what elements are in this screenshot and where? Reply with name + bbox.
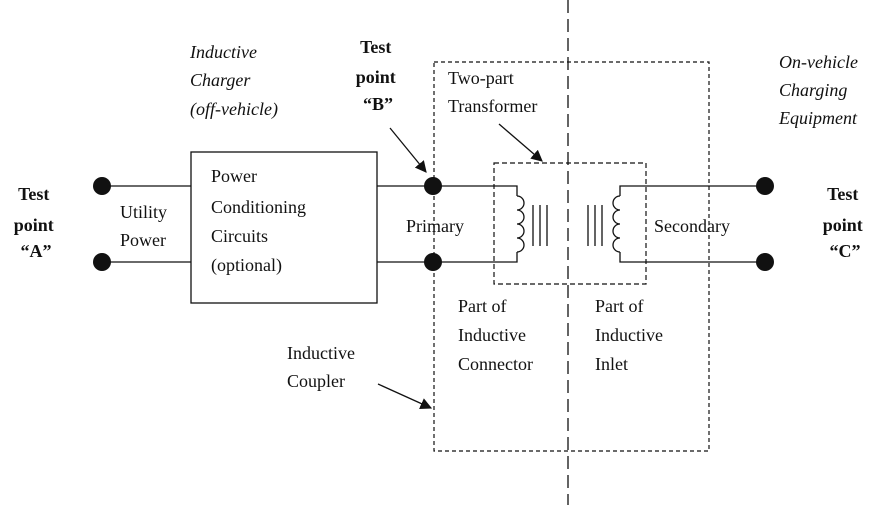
coupler-arrow xyxy=(377,383,433,409)
part-inductive-inlet-label: Part of Inductive Inlet xyxy=(595,296,667,374)
inductive-coupler-label: Inductive Coupler xyxy=(287,343,359,391)
terminal-c-top xyxy=(756,177,774,195)
test-point-b-arrow xyxy=(389,127,427,173)
terminal-b-top xyxy=(424,177,442,195)
power-conditioning-label: Power Conditioning Circuits (optional) xyxy=(211,166,311,276)
test-point-c-label: Test point “C” xyxy=(823,184,868,261)
secondary-core xyxy=(587,205,603,246)
two-part-transformer-label: Two-part Transformer xyxy=(448,68,537,116)
power-conditioning-box xyxy=(190,151,378,304)
terminal-b-bottom xyxy=(424,253,442,271)
terminal-a-bottom xyxy=(93,253,111,271)
utility-power-label: Utility Power xyxy=(120,202,172,250)
secondary-coil xyxy=(612,195,621,253)
test-point-b-label: Test point “B” xyxy=(356,37,401,114)
primary-coil xyxy=(516,195,525,253)
secondary-label: Secondary xyxy=(654,216,730,236)
on-vehicle-equipment-label: On-vehicle Charging Equipment xyxy=(778,52,862,128)
test-point-a-label: Test point “A” xyxy=(14,184,59,261)
transformer-boundary xyxy=(493,162,647,285)
primary-label: Primary xyxy=(406,216,464,236)
part-inductive-connector-label: Part of Inductive Connector xyxy=(458,296,533,374)
transformer-arrow xyxy=(498,123,543,162)
wires xyxy=(102,185,765,263)
inductive-charger-label: Inductive Charger (off-vehicle) xyxy=(189,42,278,120)
terminal-c-bottom xyxy=(756,253,774,271)
primary-core xyxy=(532,205,548,246)
inductive-coupler-boundary xyxy=(433,61,710,452)
terminal-a-top xyxy=(93,177,111,195)
